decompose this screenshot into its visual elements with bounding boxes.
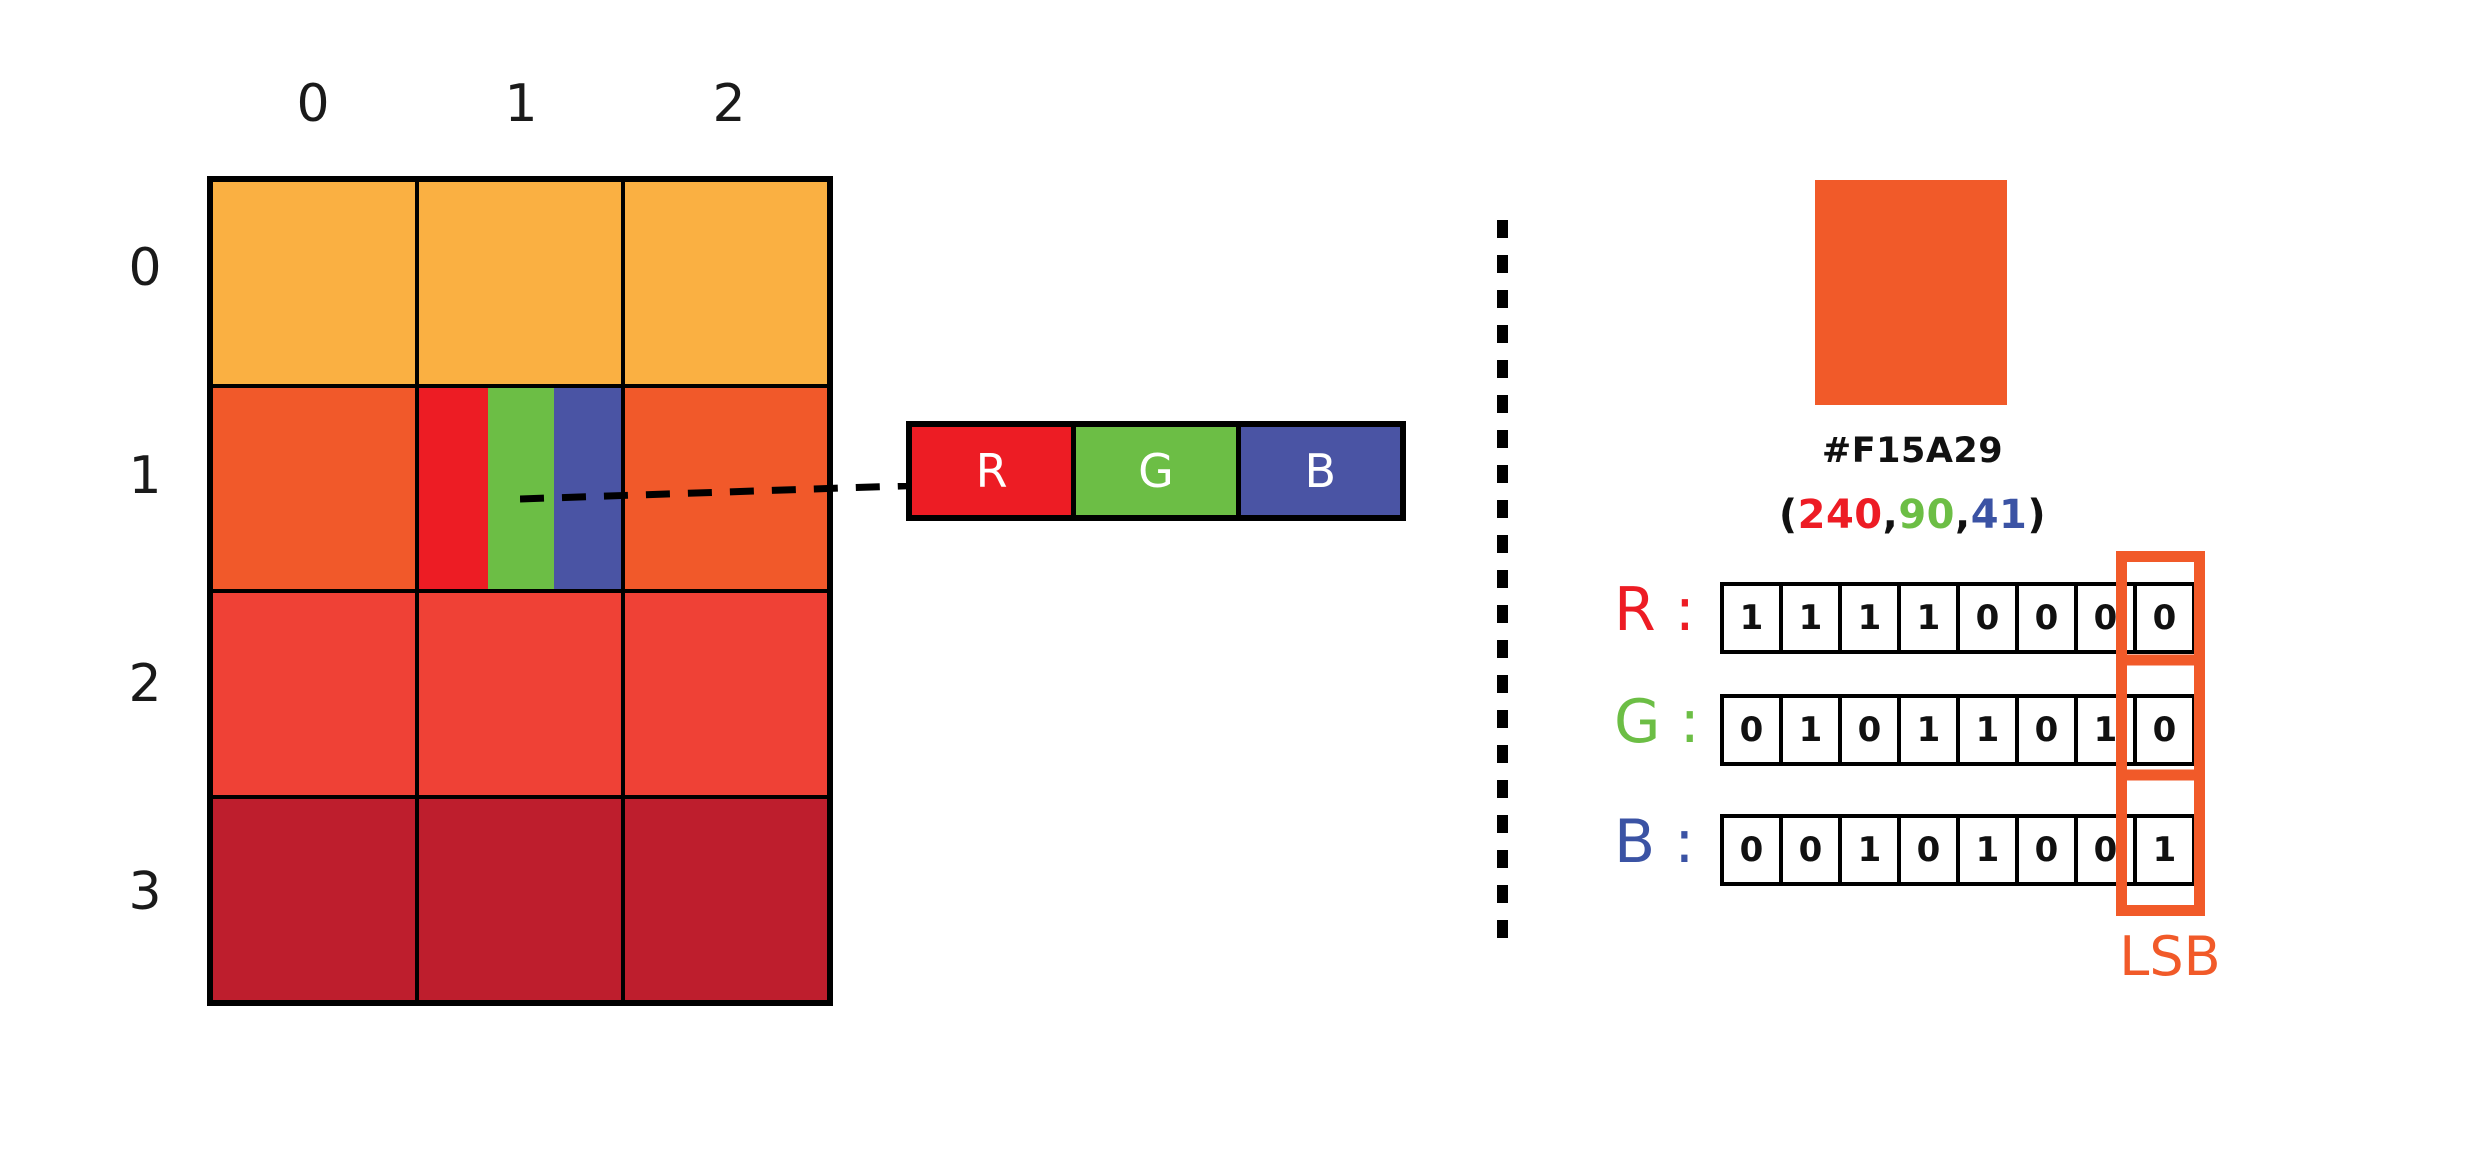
bit-box-lsb[interactable]: 0 xyxy=(2137,586,2192,650)
pixel-cell-2-2[interactable] xyxy=(625,593,827,795)
rgb-strip-channel-r: R xyxy=(912,427,1077,515)
bit-box[interactable]: 0 xyxy=(1724,818,1783,882)
row-header-1: 1 xyxy=(128,446,162,506)
pixel-subchannel-red xyxy=(419,387,488,589)
bit-boxes-green: 0 1 0 1 1 0 1 0 xyxy=(1720,694,2196,766)
rgb-tuple-close-paren: ) xyxy=(2027,492,2047,538)
rgb-tuple-label: (240,90,41) xyxy=(1720,495,2105,535)
pixel-grid-panel: 0 1 2 0 1 2 3 xyxy=(128,74,1406,1006)
pixel-subchannel-green xyxy=(487,387,555,589)
bit-box[interactable]: 1 xyxy=(1960,698,2019,762)
pixel-cell-3-0[interactable] xyxy=(213,798,415,1000)
bit-boxes-blue: 0 0 1 0 1 0 0 1 xyxy=(1720,814,2196,886)
bit-box[interactable]: 1 xyxy=(1842,586,1901,650)
bit-box[interactable]: 0 xyxy=(2019,586,2078,650)
rgb-tuple-sep-1: , xyxy=(1882,492,1899,538)
column-header-1: 1 xyxy=(504,74,538,134)
column-header-2: 2 xyxy=(712,74,746,134)
color-swatch xyxy=(1815,180,2007,405)
bit-box[interactable]: 1 xyxy=(1724,586,1783,650)
pixel-cell-0-0[interactable] xyxy=(213,182,415,384)
bit-box[interactable]: 0 xyxy=(2019,698,2078,762)
bit-row-label-green: G : xyxy=(1614,687,1700,757)
row-header-3: 3 xyxy=(128,862,162,922)
bit-boxes-red: 1 1 1 1 0 0 0 0 xyxy=(1720,582,2196,654)
bit-box[interactable]: 1 xyxy=(1901,586,1960,650)
bit-box[interactable]: 1 xyxy=(1842,818,1901,882)
bit-box[interactable]: 1 xyxy=(1783,698,1842,762)
pixel-cell-1-0[interactable] xyxy=(213,387,415,589)
bit-box[interactable]: 1 xyxy=(1960,818,2019,882)
pixel-cell-2-1[interactable] xyxy=(419,593,621,795)
pixel-subchannel-blue xyxy=(554,387,621,589)
bit-box[interactable]: 0 xyxy=(1842,698,1901,762)
row-header-0: 0 xyxy=(128,238,162,298)
rgb-tuple-sep-2: , xyxy=(1955,492,1971,538)
pixel-cell-0-2[interactable] xyxy=(625,182,827,384)
column-header-0: 0 xyxy=(296,74,330,134)
bit-box[interactable]: 0 xyxy=(1783,818,1842,882)
bit-row-blue: B : 0 0 1 0 1 0 0 1 xyxy=(1540,807,2481,886)
rgb-tuple-open-paren: ( xyxy=(1778,492,1798,538)
pixel-cell-3-1[interactable] xyxy=(419,798,621,1000)
row-header-2: 2 xyxy=(128,654,162,714)
bit-box[interactable]: 0 xyxy=(2078,818,2137,882)
rgb-tuple-red-value: 240 xyxy=(1797,492,1883,538)
rgb-strip-channel-g: G xyxy=(1076,427,1241,515)
bit-box[interactable]: 1 xyxy=(2078,698,2137,762)
pixel-grid xyxy=(207,176,833,1006)
bit-box[interactable]: 0 xyxy=(1724,698,1783,762)
bit-row-label-blue: B : xyxy=(1614,807,1695,877)
rgb-tuple-blue-value: 41 xyxy=(1970,492,2028,538)
hex-code-label: #F15A29 xyxy=(1821,431,2004,471)
color-detail-panel: #F15A29 (240,90,41) xyxy=(1540,0,2481,1171)
bit-box-lsb[interactable]: 0 xyxy=(2137,698,2192,762)
bit-box[interactable]: 0 xyxy=(2078,586,2137,650)
pixel-cell-1-2[interactable] xyxy=(625,387,827,589)
bit-row-label-red: R : xyxy=(1614,575,1695,645)
rgb-channel-strip: R G B xyxy=(906,421,1406,521)
bit-row-green: G : 0 1 0 1 1 0 1 0 xyxy=(1540,687,2481,766)
bit-row-red: R : 1 1 1 1 0 0 0 0 xyxy=(1540,575,2481,654)
bit-box[interactable]: 1 xyxy=(1901,698,1960,762)
pixel-cell-2-0[interactable] xyxy=(213,593,415,795)
bit-box[interactable]: 0 xyxy=(1901,818,1960,882)
bit-box[interactable]: 0 xyxy=(1960,586,2019,650)
pixel-cell-0-1[interactable] xyxy=(419,182,621,384)
rgb-strip-channel-b: B xyxy=(1240,427,1400,515)
lsb-label: LSB xyxy=(2119,925,2221,988)
pixel-cell-3-2[interactable] xyxy=(625,798,827,1000)
bit-box[interactable]: 1 xyxy=(1783,586,1842,650)
rgb-tuple-green-value: 90 xyxy=(1898,492,1955,538)
vertical-dashed-divider xyxy=(1497,220,1508,938)
bit-box-lsb[interactable]: 1 xyxy=(2137,818,2192,882)
bit-box[interactable]: 0 xyxy=(2019,818,2078,882)
pixel-cell-1-1-selected[interactable] xyxy=(419,387,621,589)
